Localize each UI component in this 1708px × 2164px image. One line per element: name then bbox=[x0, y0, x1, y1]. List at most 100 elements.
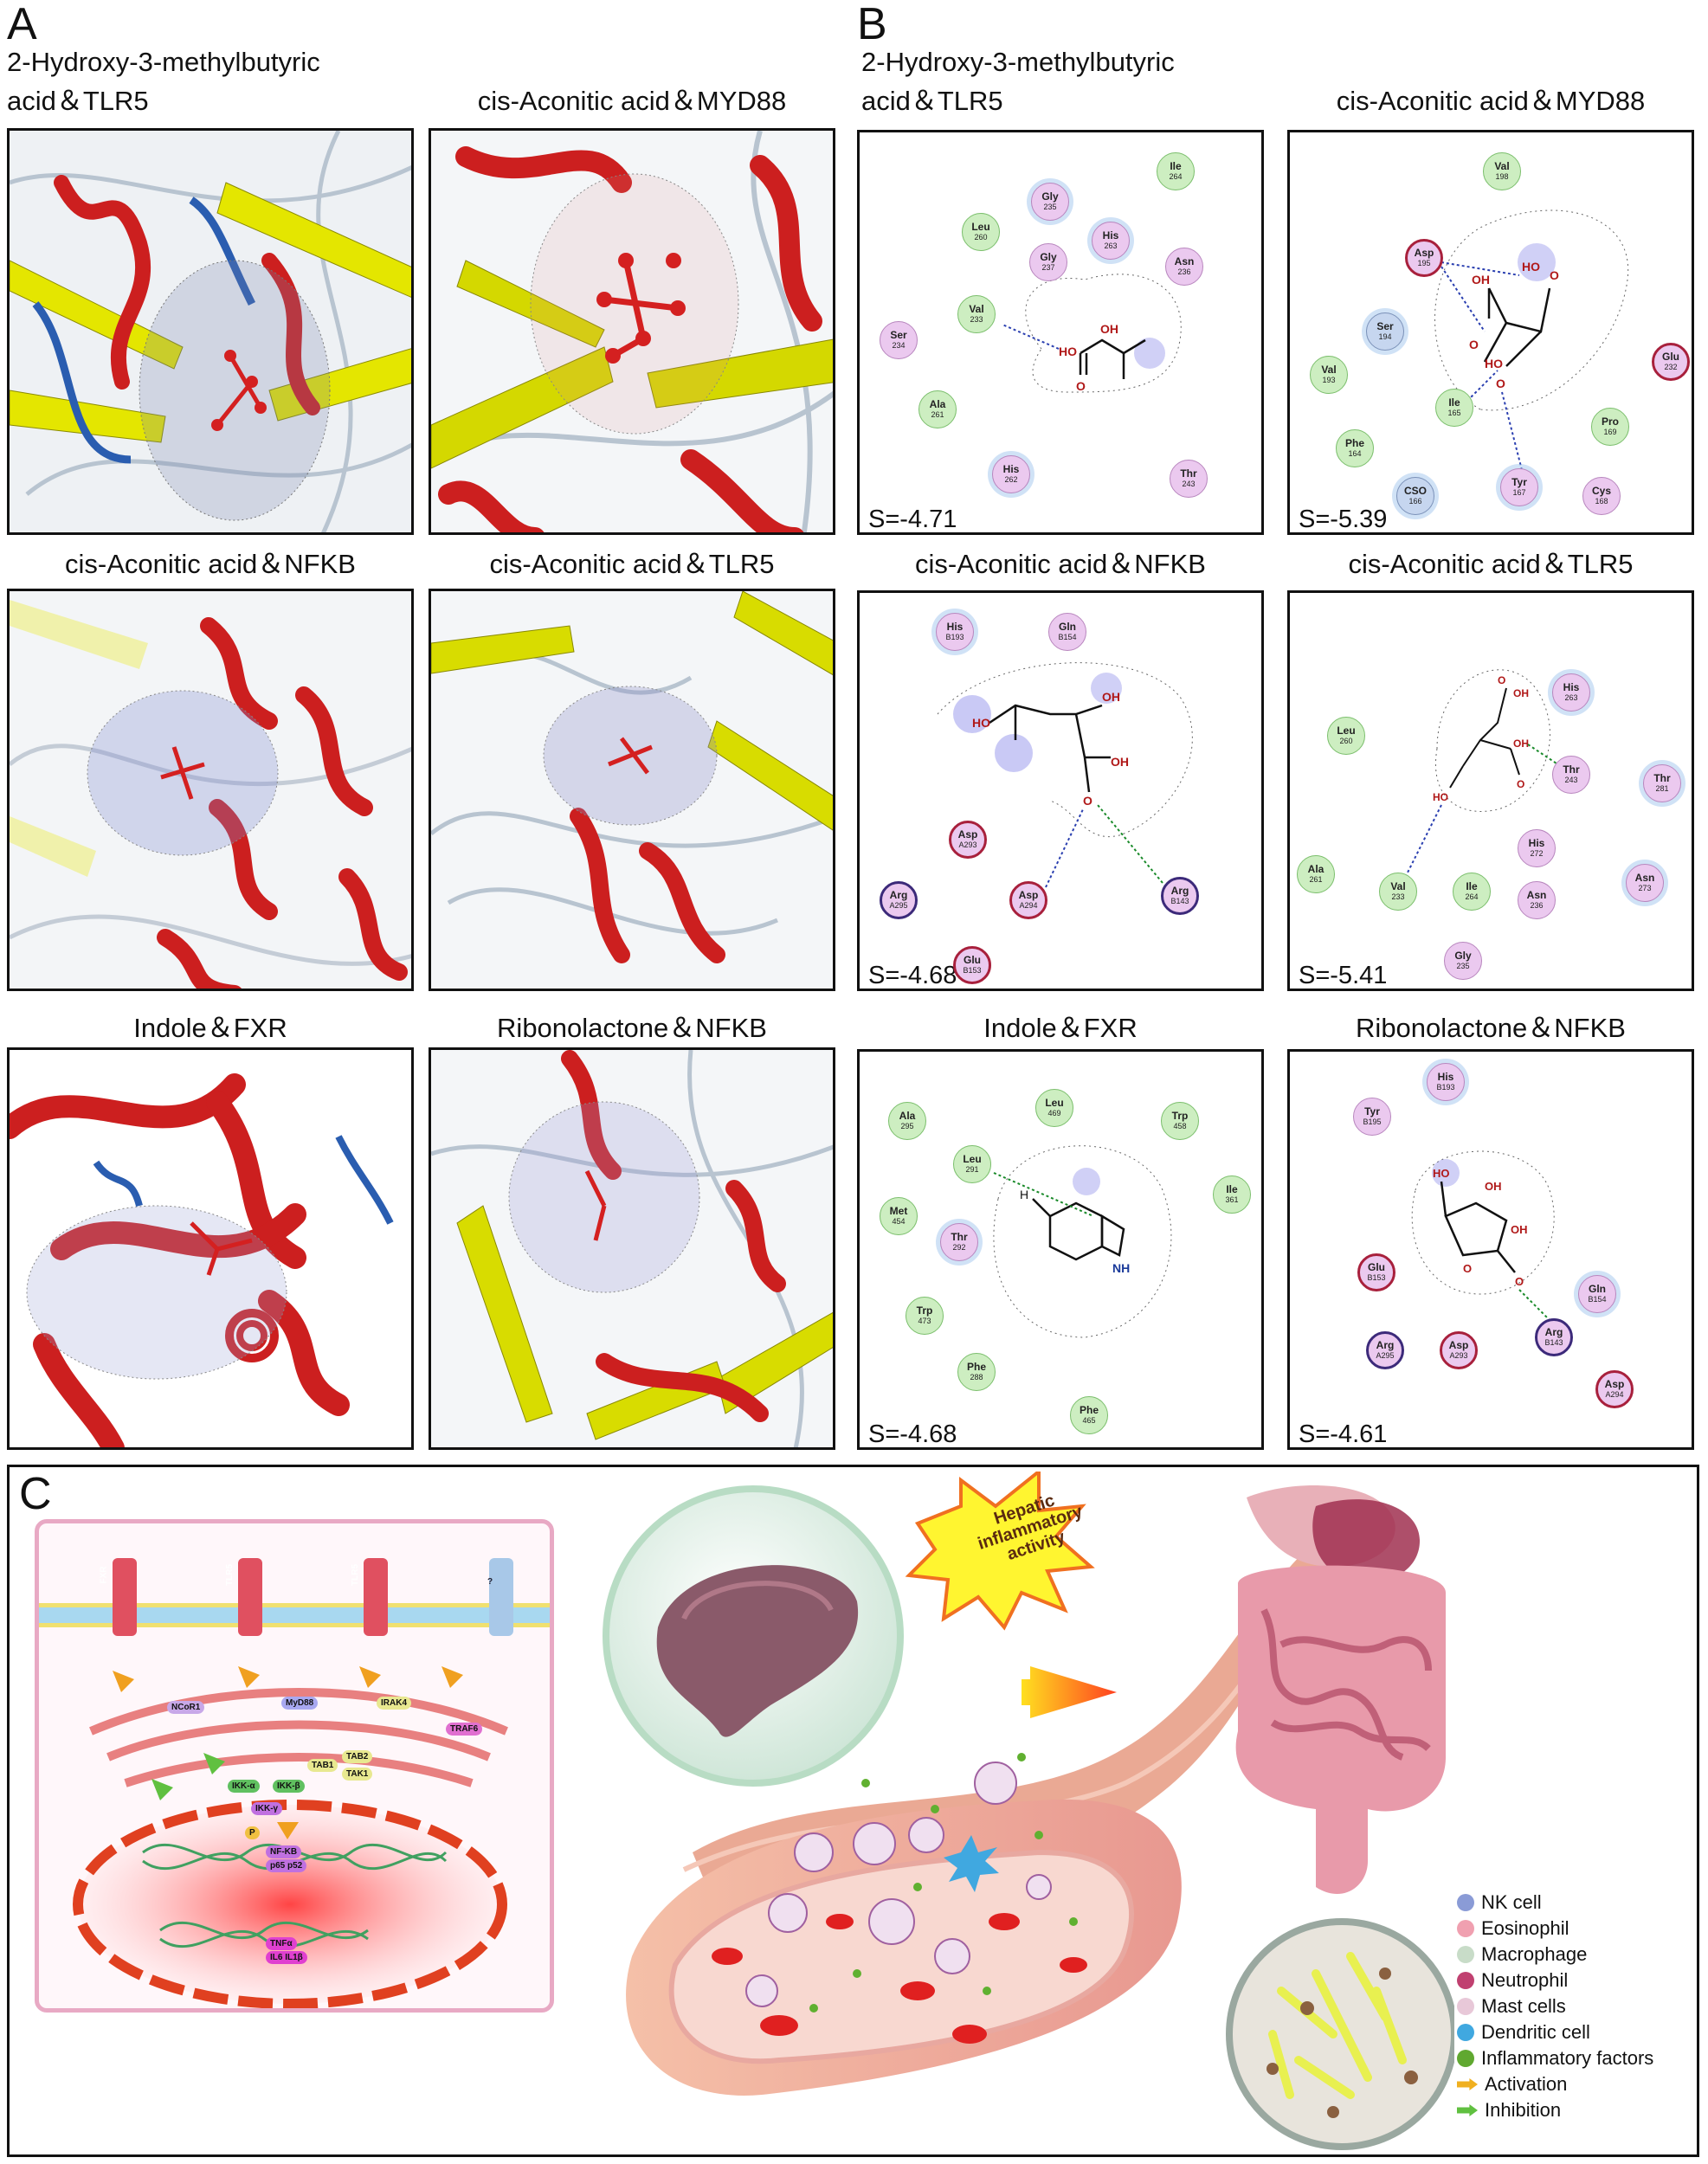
node-irak4: IRAK4 bbox=[377, 1697, 412, 1710]
residue-name: Val bbox=[969, 303, 984, 315]
residue-name: Ala bbox=[1307, 863, 1325, 875]
residue-number: B193 bbox=[1436, 1083, 1455, 1092]
node-tak1: TAK1 bbox=[342, 1768, 373, 1781]
residue-name: Gln bbox=[1059, 621, 1076, 633]
arrow-icon bbox=[1457, 2104, 1478, 2116]
residue-name: Asn bbox=[1174, 255, 1195, 267]
residue-number: 236 bbox=[1177, 267, 1191, 276]
panel-label-c: C bbox=[19, 1469, 52, 1519]
residue-name: Asp bbox=[1018, 889, 1039, 901]
legend-label: Dendritic cell bbox=[1481, 2021, 1590, 2043]
node-ncor1: NCoR1 bbox=[167, 1701, 205, 1714]
residue-number: 237 bbox=[1041, 263, 1055, 272]
residue-number: 243 bbox=[1182, 480, 1196, 488]
residue-number: B143 bbox=[1544, 1338, 1563, 1347]
cell-icon bbox=[1457, 1894, 1474, 1911]
svg-text:OH: OH bbox=[1513, 687, 1529, 699]
residue-number: B195 bbox=[1363, 1117, 1382, 1126]
svg-text:HO: HO bbox=[1485, 357, 1503, 370]
b-title-4: cis-Aconitic acid＆TLR5 bbox=[1348, 549, 1634, 579]
svg-text:HO: HO bbox=[1522, 260, 1540, 274]
residue-number: 168 bbox=[1595, 497, 1608, 506]
residue-name: Ser bbox=[890, 329, 907, 341]
residue-number: 169 bbox=[1603, 428, 1617, 436]
residue-number: 235 bbox=[1043, 203, 1057, 211]
residue-number: B193 bbox=[945, 633, 964, 641]
residue-number: 194 bbox=[1378, 332, 1392, 341]
svg-text:OH: OH bbox=[1102, 690, 1120, 704]
ligand-structure: HO O OH bbox=[1002, 274, 1182, 393]
a-structure-3 bbox=[7, 589, 414, 991]
legend-item: Inflammatory factors bbox=[1457, 2047, 1653, 2070]
node-ikk-alpha: IKK-α bbox=[228, 1780, 260, 1793]
legend-label: Neutrophil bbox=[1481, 1969, 1569, 1991]
receptor-tlr5-1: TLR5 bbox=[225, 1564, 235, 1586]
legend-item: Mast cells bbox=[1457, 1995, 1566, 2018]
residue-name: Thr bbox=[1180, 467, 1197, 480]
legend-item: Dendritic cell bbox=[1457, 2021, 1590, 2044]
legend-label: Inflammatory factors bbox=[1481, 2047, 1654, 2069]
svg-text:O: O bbox=[1515, 1275, 1524, 1288]
svg-text:O: O bbox=[1496, 377, 1505, 390]
residue-number: 261 bbox=[931, 410, 944, 419]
b-title-5: Indole＆FXR bbox=[983, 1013, 1138, 1043]
node-myd88: MyD88 bbox=[281, 1697, 319, 1710]
ligand-structure: HO OH OH O bbox=[937, 662, 1193, 888]
protein-ribbon-image bbox=[431, 1050, 833, 1447]
protein-ribbon-image bbox=[431, 591, 833, 989]
residue-number: 469 bbox=[1047, 1109, 1061, 1117]
residue-number: B153 bbox=[963, 966, 982, 975]
residue-number: 235 bbox=[1456, 962, 1470, 970]
residue-number: 233 bbox=[1391, 892, 1405, 901]
arrow-icon bbox=[1457, 2078, 1478, 2090]
residue-name: His bbox=[1437, 1071, 1454, 1083]
residue-name: Val bbox=[1321, 364, 1337, 376]
svg-text:O: O bbox=[1517, 778, 1524, 790]
svg-text:OH: OH bbox=[1485, 1180, 1502, 1193]
a-structure-6 bbox=[429, 1047, 835, 1450]
residue-number: 243 bbox=[1564, 776, 1578, 784]
ligand-structure: O OH OH O HO bbox=[1402, 669, 1568, 884]
residue-number: 236 bbox=[1530, 901, 1544, 910]
residue-name: Ile bbox=[1226, 1183, 1238, 1195]
residue-number: 164 bbox=[1348, 449, 1362, 458]
residue-name: Asp bbox=[1448, 1339, 1469, 1351]
svg-text:OH: OH bbox=[1111, 755, 1129, 769]
svg-text:OH: OH bbox=[1100, 322, 1118, 336]
docking-score: S=-4.71 bbox=[865, 506, 961, 532]
b-title-1-line2: acid＆TLR5 bbox=[861, 86, 1003, 116]
residue-name: Arg bbox=[1376, 1339, 1395, 1351]
residue-name: Thr bbox=[1653, 772, 1671, 784]
residue-name: Thr bbox=[951, 1231, 968, 1243]
svg-text:HO: HO bbox=[1059, 345, 1077, 358]
cell-icon bbox=[1457, 1998, 1474, 2015]
residue-name: Glu bbox=[1368, 1261, 1385, 1273]
docking-score: S=-5.39 bbox=[1295, 506, 1391, 532]
residue-name: Gly bbox=[1040, 251, 1057, 263]
a-title-1-line1: 2-Hydroxy-3-methylbutyric bbox=[7, 47, 320, 77]
receptor-tlr5-2: TLR5 bbox=[351, 1564, 360, 1586]
legend-label: Inhibition bbox=[1485, 2099, 1562, 2121]
residue-number: B154 bbox=[1588, 1295, 1607, 1304]
node-traf6: TRAF6 bbox=[446, 1723, 483, 1736]
